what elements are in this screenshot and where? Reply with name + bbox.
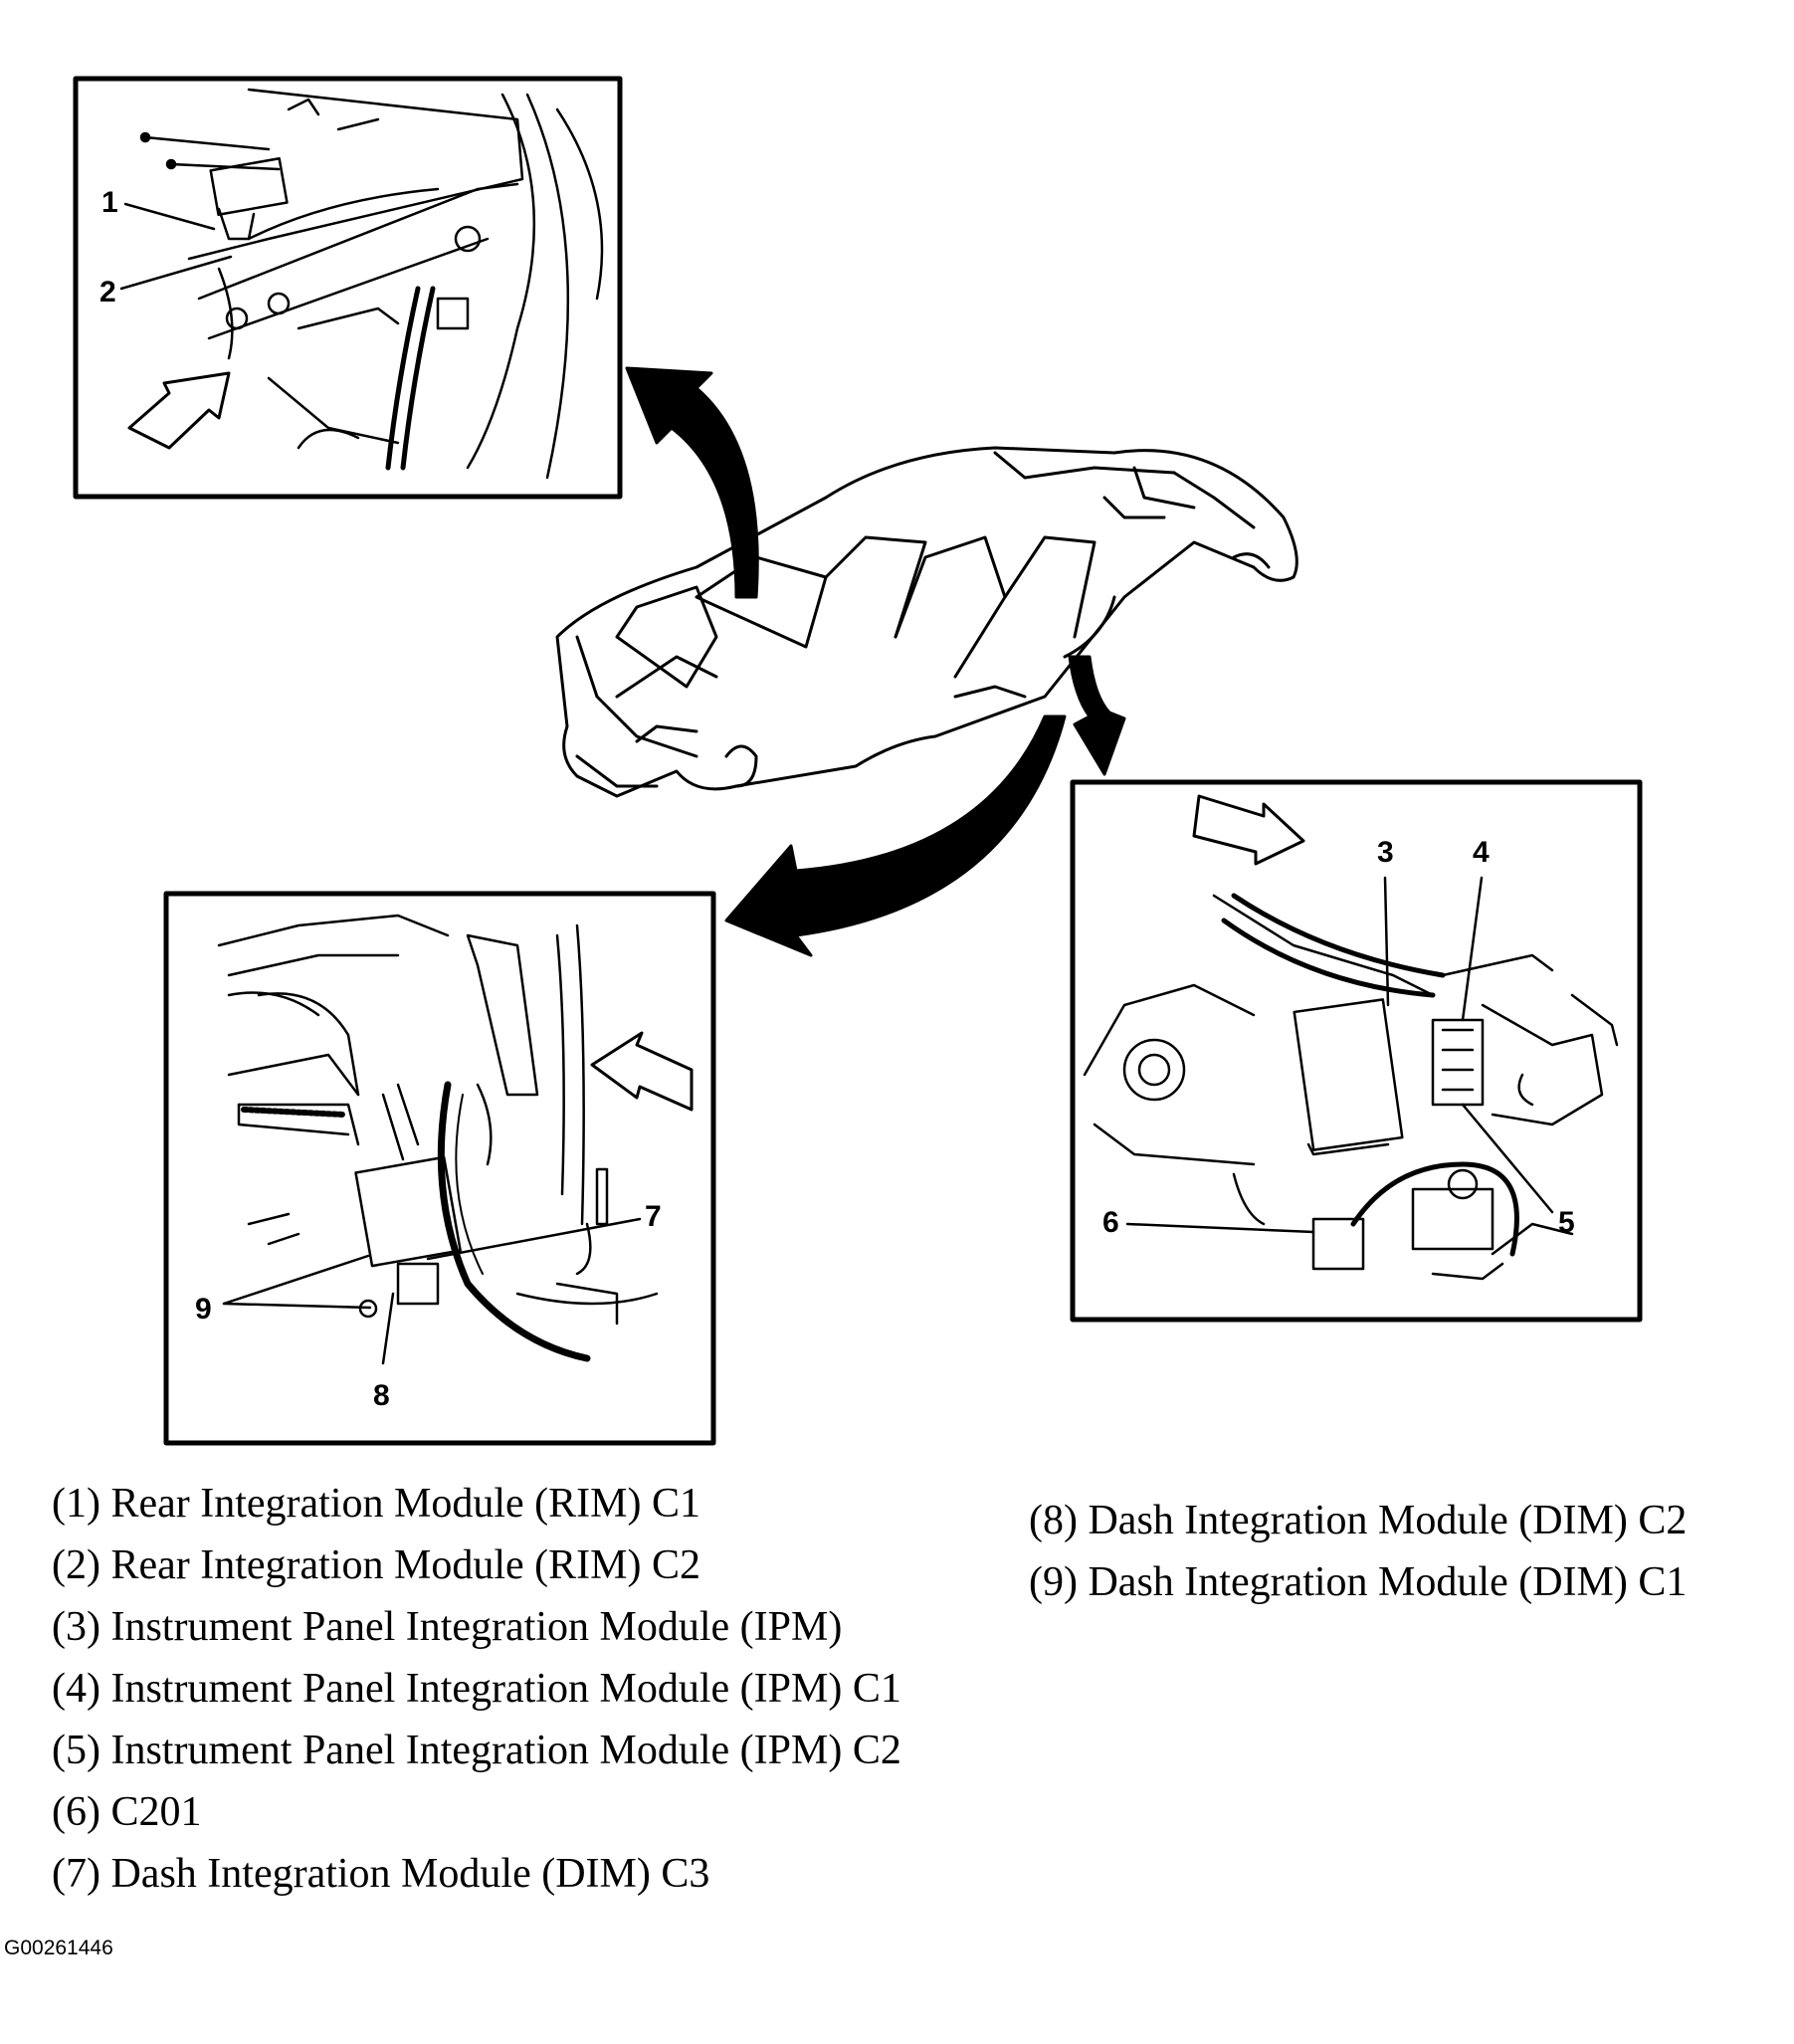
inset-ipm-frame bbox=[1070, 779, 1643, 1323]
inset-rim-drawing bbox=[127, 88, 604, 480]
legend-right-column: (8) Dash Integration Module (DIM) C2 (9)… bbox=[1029, 1490, 1687, 1613]
legend-item-2: (2) Rear Integration Module (RIM) C2 bbox=[52, 1542, 701, 1588]
callout-4: 4 bbox=[1473, 836, 1490, 869]
callout-9: 9 bbox=[195, 1293, 212, 1326]
inset-dim-frame bbox=[163, 891, 716, 1446]
inset-rim-leaders bbox=[119, 202, 233, 291]
legend-item-6: (6) C201 bbox=[52, 1789, 202, 1835]
legend-item-5: (5) Instrument Panel Integration Module … bbox=[52, 1728, 901, 1773]
legend-item-7: (7) Dash Integration Module (DIM) C3 bbox=[52, 1851, 710, 1897]
callout-1: 1 bbox=[101, 186, 118, 219]
legend-item-8: (8) Dash Integration Module (DIM) C2 bbox=[1029, 1498, 1688, 1543]
legend-item-1: (1) Rear Integration Module (RIM) C1 bbox=[52, 1481, 701, 1527]
callout-5: 5 bbox=[1558, 1206, 1575, 1239]
legend-item-3: (3) Instrument Panel Integration Module … bbox=[52, 1604, 843, 1650]
callout-6: 6 bbox=[1102, 1206, 1119, 1239]
inset-rim-frame bbox=[73, 76, 623, 500]
callout-2: 2 bbox=[100, 276, 116, 308]
legend-item-9: (9) Dash Integration Module (DIM) C1 bbox=[1029, 1559, 1688, 1605]
pointer-arrows bbox=[625, 366, 1126, 957]
inset-dim-drawing bbox=[217, 914, 694, 1362]
callout-8: 8 bbox=[373, 1379, 390, 1412]
inset-dim-leaders bbox=[222, 1217, 642, 1365]
legend-item-4: (4) Instrument Panel Integration Module … bbox=[52, 1666, 901, 1712]
inset-ipm-drawing bbox=[1083, 794, 1619, 1281]
figure-code: G00261446 bbox=[4, 1937, 113, 1959]
callout-3: 3 bbox=[1377, 836, 1394, 869]
inset-ipm-leaders bbox=[1125, 876, 1554, 1234]
legend-left-column: (1) Rear Integration Module (RIM) C1 (2)… bbox=[52, 1473, 901, 1905]
callout-labels: 1 2 3 4 5 6 7 8 9 bbox=[100, 186, 1575, 1412]
car-body-illustration bbox=[555, 446, 1298, 798]
callout-7: 7 bbox=[645, 1200, 662, 1233]
